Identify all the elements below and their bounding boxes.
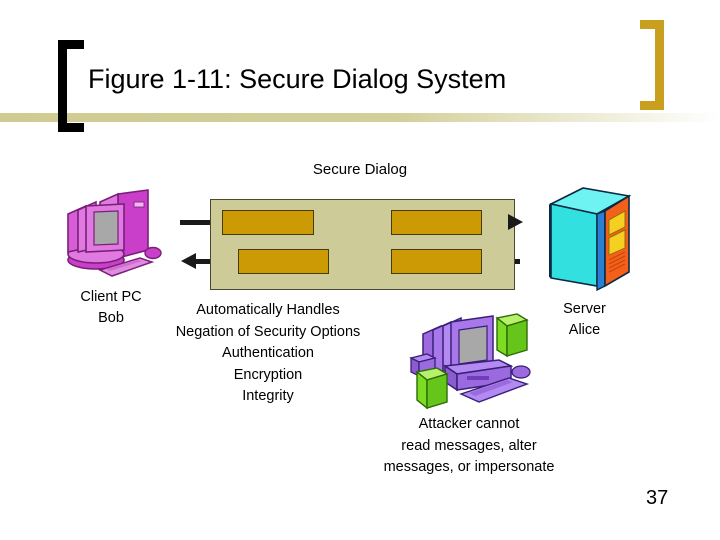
- client-pc-icon: [67, 189, 162, 277]
- server-rack-icon: [548, 187, 632, 292]
- attacker-note-line2: read messages, alter: [401, 437, 537, 454]
- feature-line-5: Integrity: [242, 388, 294, 404]
- server-label-line1: Server: [563, 301, 606, 317]
- arrowhead-right-icon: [508, 214, 523, 230]
- client-label-line2: Bob: [98, 310, 124, 326]
- server-label-line2: Alice: [568, 322, 601, 338]
- server-label: Server Alice: [527, 299, 642, 341]
- feature-line-4: Encryption: [233, 366, 303, 383]
- attacker-note-line3: messages, or impersonate: [383, 459, 555, 475]
- message-segment-top-right: [391, 210, 482, 235]
- features-list: Automatically Handles Negation of Securi…: [128, 300, 408, 408]
- title-bracket-left-icon: [58, 40, 84, 132]
- message-segment-bottom-right: [391, 249, 482, 274]
- attacker-note: Attacker cannot read messages, alter mes…: [338, 414, 600, 479]
- client-label: Client PC Bob: [46, 287, 176, 329]
- client-label-line1: Client PC: [80, 289, 142, 305]
- attacker-computer-icon: [409, 313, 531, 410]
- attacker-note-line1: Attacker cannot: [418, 416, 520, 432]
- page-title: Figure 1-11: Secure Dialog System: [88, 64, 507, 94]
- page-number: 37: [646, 487, 669, 509]
- secure-dialog-label: Secure Dialog: [312, 161, 408, 178]
- message-segment-bottom-left: [238, 249, 329, 274]
- title-bracket-right-icon: [640, 20, 664, 110]
- feature-line-1: Automatically Handles: [196, 302, 340, 318]
- title-underline-band: [0, 113, 720, 122]
- message-segment-top-left: [222, 210, 314, 235]
- arrowhead-left-icon: [181, 253, 196, 269]
- feature-line-3: Authentication: [222, 345, 314, 361]
- feature-line-2: Negation of Security Options: [175, 323, 361, 340]
